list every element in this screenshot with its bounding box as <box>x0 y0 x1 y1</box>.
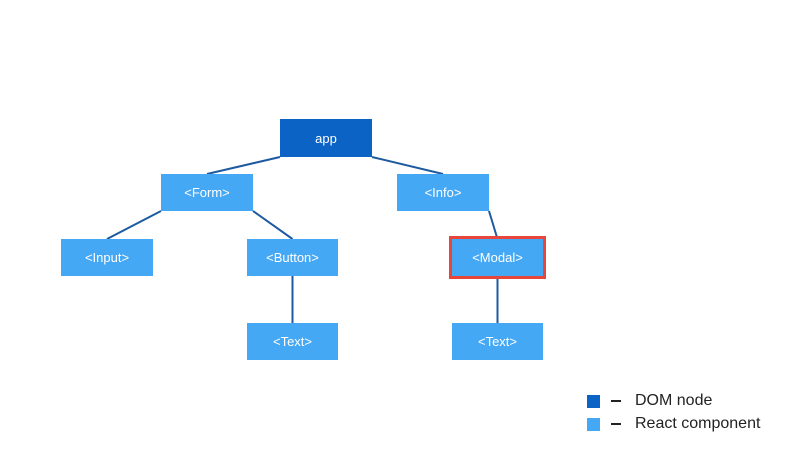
edge-app-to-form <box>206 156 281 175</box>
node-modal-highlighted: <Modal> <box>449 236 546 279</box>
legend-item-dom-node: DOM node <box>587 390 760 412</box>
node-text-under-button: <Text> <box>247 323 338 360</box>
react-component-swatch <box>587 417 600 431</box>
node-form: <Form> <box>161 174 253 211</box>
edge-app-to-info <box>371 156 444 175</box>
legend: DOM node React component <box>587 390 760 436</box>
edge-form-to-input <box>106 210 162 240</box>
legend-item-react-component: React component <box>587 413 760 435</box>
node-button: <Button> <box>247 239 338 276</box>
node-app: app <box>280 119 372 157</box>
node-input: <Input> <box>61 239 153 276</box>
node-info: <Info> <box>397 174 489 211</box>
edge-form-to-button <box>252 210 294 240</box>
node-text-under-modal: <Text> <box>452 323 543 360</box>
legend-dash <box>611 423 621 425</box>
edge-info-to-modal <box>488 210 499 240</box>
legend-dash <box>611 400 621 402</box>
legend-label-react-component: React component <box>635 415 761 432</box>
dom-node-swatch <box>587 394 600 408</box>
legend-label-dom-node: DOM node <box>635 392 713 409</box>
